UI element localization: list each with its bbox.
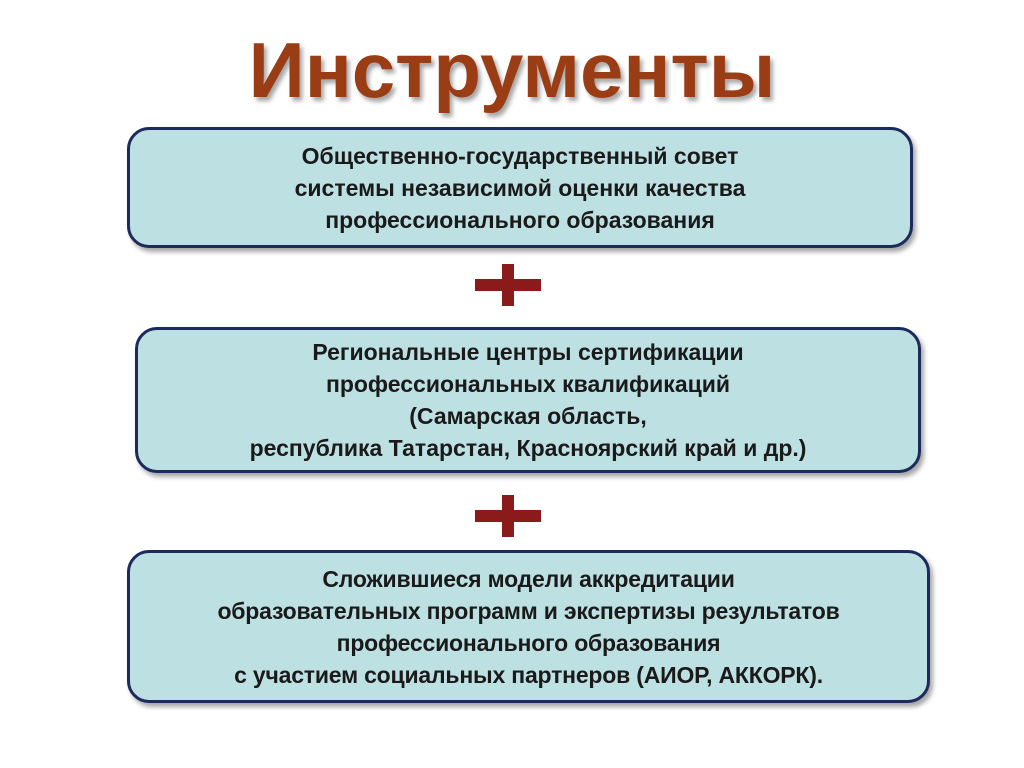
- box-line: Региональные центры сертификации: [312, 339, 744, 365]
- plus-icon: [475, 264, 541, 306]
- box-line: с участием социальных партнеров (АИОР, А…: [234, 661, 823, 688]
- box-line: системы независимой оценки качества: [294, 174, 746, 201]
- box-line: (Самарская область,: [409, 403, 647, 429]
- box-line: Сложившиеся модели аккредитации: [322, 565, 735, 592]
- box-line: республика Татарстан, Красноярский край …: [249, 435, 807, 461]
- box-line: профессионального образования: [336, 629, 721, 656]
- instrument-box-council: Общественно-государственный совет систем…: [127, 127, 913, 248]
- box-line: образовательных программ и экспертизы ре…: [217, 597, 840, 624]
- box-line: Общественно-государственный совет: [301, 142, 739, 169]
- slide-title: Инструменты: [248, 26, 776, 114]
- box-line: профессиональных квалификаций: [325, 371, 731, 397]
- plus-icon: [475, 495, 541, 537]
- box-line: профессионального образования: [325, 206, 715, 233]
- instrument-box-certification-centers: Региональные центры сертификации професс…: [135, 327, 921, 473]
- instrument-box-accreditation-models: Сложившиеся модели аккредитации образова…: [127, 550, 930, 703]
